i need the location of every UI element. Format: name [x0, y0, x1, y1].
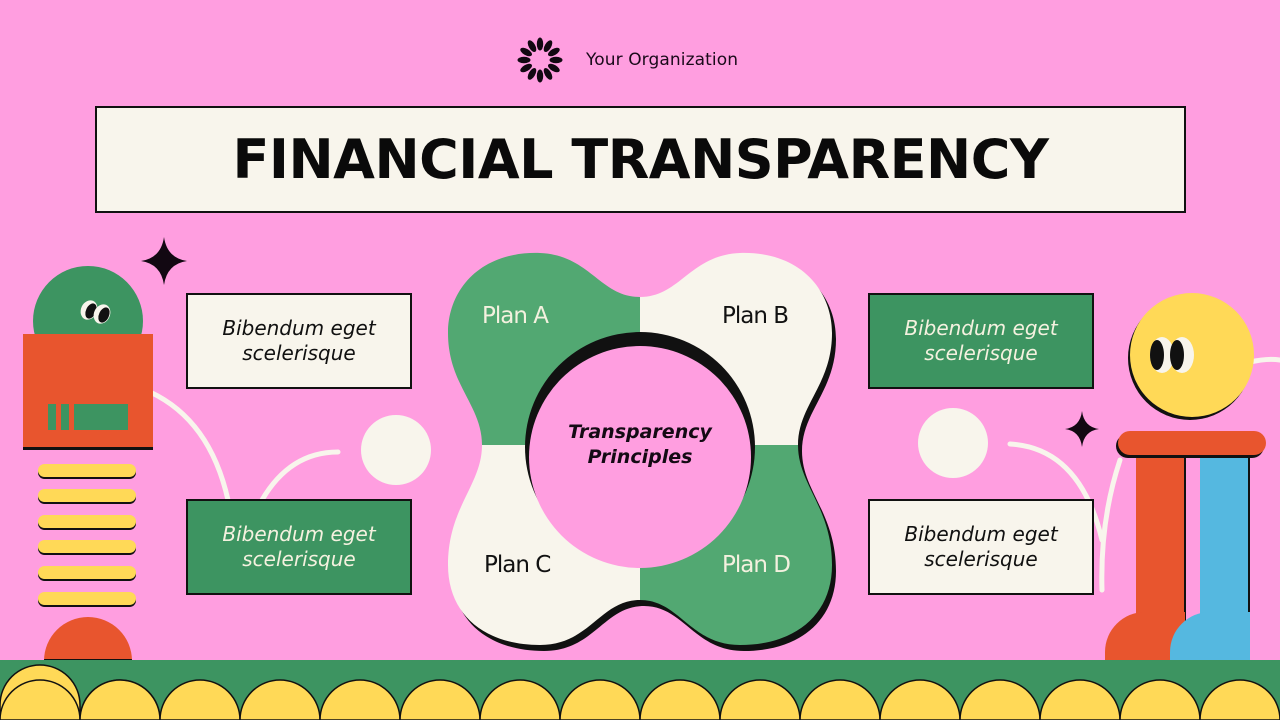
cream-circle-right [918, 408, 988, 478]
box-line1: Bibendum eget [904, 522, 1058, 546]
googly-eyes-icon [1150, 337, 1194, 373]
text-box-top-right: Bibendum eget scelerisque [868, 293, 1094, 389]
orange-body-block [23, 334, 153, 450]
yellow-bar [38, 515, 136, 528]
text-box-top-left: Bibendum eget scelerisque [186, 293, 412, 389]
plan-b-label: Plan B [722, 303, 789, 329]
center-label-line2: Principles [587, 446, 693, 468]
center-label: Transparency Principles [530, 420, 750, 470]
green-stripe [61, 404, 69, 430]
title-banner: FINANCIAL TRANSPARENCY [95, 106, 1186, 213]
organization-name: Your Organization [586, 50, 739, 70]
box-line1: Bibendum eget [222, 522, 376, 546]
box-line2: scelerisque [242, 547, 356, 571]
green-stripe [48, 404, 56, 430]
text-box-bottom-right: Bibendum eget scelerisque [868, 499, 1094, 595]
plan-a-label: Plan A [482, 303, 549, 329]
plan-c-label: Plan C [484, 552, 551, 578]
cream-circle-left [361, 415, 431, 485]
sparkle-icon [1065, 411, 1099, 447]
text-box-bottom-left: Bibendum eget scelerisque [186, 499, 412, 595]
yellow-bar [38, 540, 136, 553]
sparkle-icon [141, 237, 187, 285]
box-line2: scelerisque [924, 547, 1038, 571]
yellow-bar [38, 464, 136, 477]
orange-cap [1118, 431, 1266, 455]
green-panel [74, 404, 128, 430]
googly-eyes-icon [80, 300, 111, 324]
yellow-bar [38, 489, 136, 502]
box-line2: scelerisque [924, 341, 1038, 365]
organization-header: Your Organization [516, 37, 738, 83]
yellow-bar [38, 566, 136, 579]
flower-burst-icon [517, 37, 563, 83]
footer-scallops [0, 664, 1280, 720]
page-title: FINANCIAL TRANSPARENCY [232, 128, 1049, 191]
plan-d-label: Plan D [722, 552, 791, 578]
center-label-line1: Transparency [568, 421, 712, 443]
box-line1: Bibendum eget [904, 316, 1058, 340]
yellow-bar [38, 592, 136, 605]
plans-diagram [448, 252, 836, 651]
box-line2: scelerisque [242, 341, 356, 365]
box-line1: Bibendum eget [222, 316, 376, 340]
blue-foot [1170, 612, 1250, 662]
